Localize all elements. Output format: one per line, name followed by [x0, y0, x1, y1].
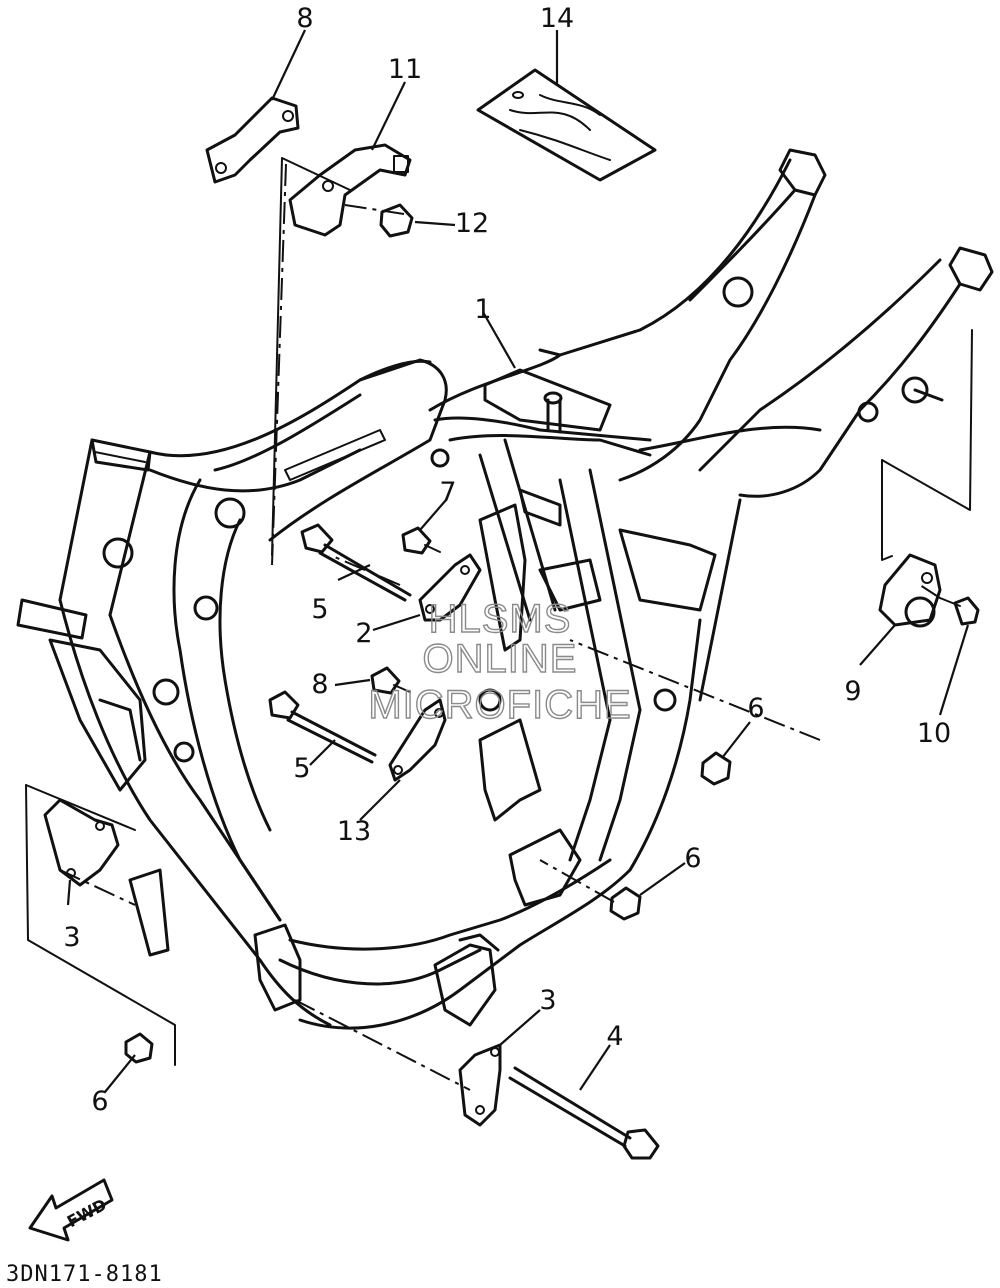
part-6-nut-left	[124, 1032, 154, 1064]
callout-11: 11	[388, 54, 422, 85]
part-7-bolt-upper	[401, 526, 441, 555]
fwd-arrow: FWD	[28, 1178, 114, 1242]
part-6-nut-upper	[700, 751, 732, 786]
callout-4: 4	[606, 1021, 623, 1052]
callout-8: 8	[296, 3, 313, 34]
callout-10: 10	[917, 718, 951, 749]
callout-9: 9	[844, 676, 861, 707]
part-3-plate-left	[43, 798, 120, 887]
watermark-line-1: HLSMS	[429, 597, 572, 641]
callout-5-lower: 5	[293, 753, 310, 784]
callout-14: 14	[540, 3, 574, 34]
callout-1: 1	[474, 294, 491, 325]
callout-6-middle: 6	[684, 843, 701, 874]
part-12-bolt	[379, 203, 414, 238]
part-3-plate-right	[458, 1043, 502, 1127]
part-2-bracket	[418, 553, 482, 622]
watermark-line-2: ONLINE	[423, 637, 578, 681]
callout-3-left: 3	[63, 922, 80, 953]
watermark-line-3: MICROFICHE	[368, 683, 631, 727]
diagram-code: 3DN171-8181	[6, 1262, 163, 1287]
leader-lines	[66, 29, 970, 1093]
callout-2: 2	[355, 618, 372, 649]
callout-7-lower: 8	[311, 669, 328, 700]
part-13-bracket	[388, 698, 447, 782]
part-14-sheet	[476, 68, 657, 182]
main-frame-part-1	[16, 148, 994, 1030]
callout-6-upper: 6	[747, 693, 764, 724]
part-4-bolt	[508, 1066, 660, 1160]
callout-3-right: 3	[539, 985, 556, 1016]
reference-boxes	[25, 157, 973, 1066]
part-11-bracket	[288, 143, 412, 237]
part-6-nut-middle	[609, 886, 642, 921]
callout-labels: 8 11 14 12 1 7 5 2 8 5 13 9 10 6 6 3 3 4…	[63, 3, 951, 1117]
part-5-bolt-lower	[268, 690, 377, 764]
callout-7-upper: 7	[439, 477, 456, 508]
callout-5-upper: 5	[311, 594, 328, 625]
assembly-lines	[59, 163, 941, 1091]
part-7-bolt-lower	[370, 666, 411, 695]
part-8-bracket	[205, 96, 300, 184]
callout-13: 13	[337, 816, 371, 847]
part-10-bolt	[939, 596, 980, 626]
watermark: HLSMS ONLINE MICROFICHE	[368, 596, 632, 727]
part-5-bolt-upper	[300, 523, 412, 602]
callout-12: 12	[455, 208, 489, 239]
callout-6-left: 6	[91, 1086, 108, 1117]
part-9-damper	[878, 553, 942, 628]
